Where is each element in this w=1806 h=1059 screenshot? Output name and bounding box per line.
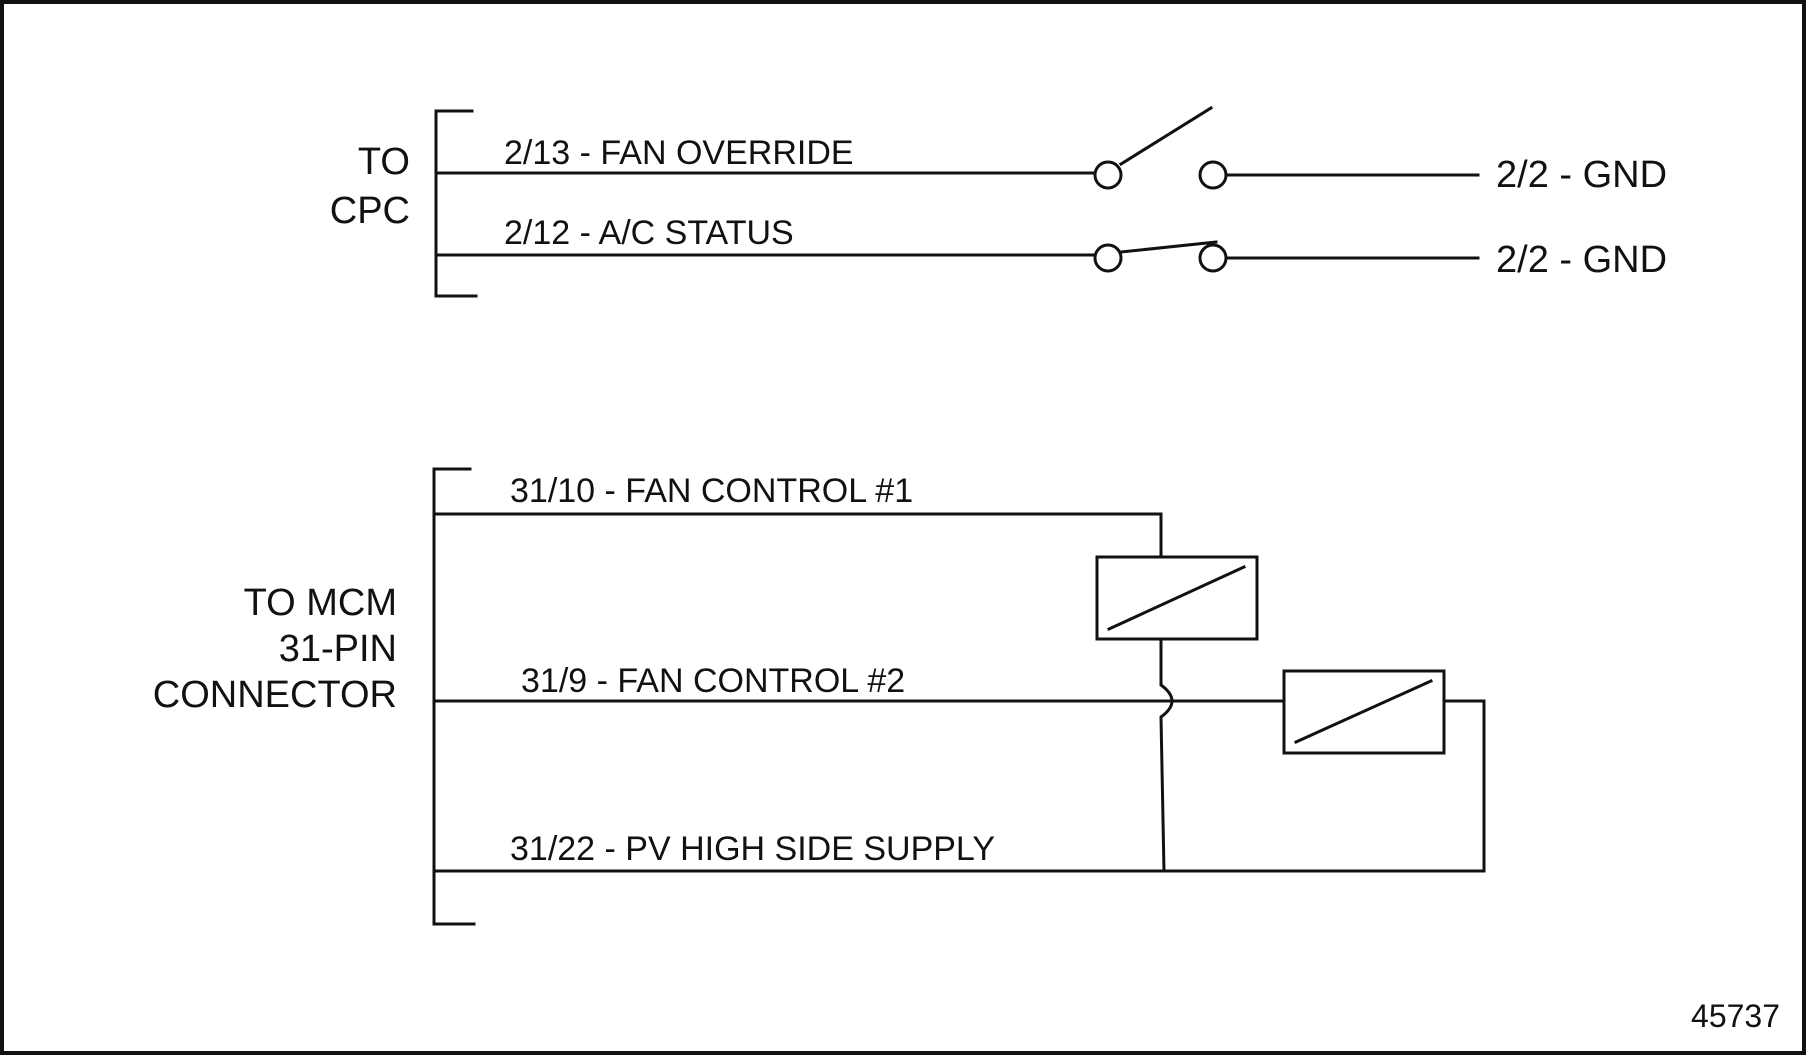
cpc-label-line1: TO — [358, 141, 410, 183]
ac-status-closed-switch — [1119, 240, 1218, 254]
fan-control-1-label: 31/10 - FAN CONTROL #1 — [510, 472, 913, 510]
ac-status-switch-terminal-left — [1093, 243, 1123, 273]
fan-override-label: 2/13 - FAN OVERRIDE — [504, 134, 854, 172]
mcm-label-line1: TO MCM — [244, 582, 397, 624]
mcm-connector-bracket — [432, 467, 476, 926]
fan-control-1-coil-symbol — [1107, 565, 1246, 631]
fan-override-switch-terminal-right — [1198, 160, 1228, 190]
mcm-label-line2: 31-PIN — [279, 628, 397, 670]
fan-control-1-return-wire — [1159, 637, 1174, 873]
ac-status-switch-terminal-right — [1198, 243, 1228, 273]
fan-control-2-return-wire — [1442, 699, 1486, 873]
cpc-label-line2: CPC — [330, 190, 410, 232]
ground-label-top: 2/2 - GND — [1496, 154, 1667, 196]
ac-status-label: 2/12 - A/C STATUS — [504, 214, 794, 252]
mcm-label-line3: CONNECTOR — [153, 674, 397, 716]
fan-control-2-label: 31/9 - FAN CONTROL #2 — [521, 662, 905, 700]
wiring-diagram: TO CPC 2/13 - FAN OVERRIDE 2/2 - GND 2/1… — [153, 105, 1780, 1034]
fan-override-switch-terminal-left — [1093, 160, 1123, 190]
cpc-connector-bracket — [434, 109, 478, 298]
fan-override-open-switch — [1118, 105, 1214, 167]
pv-high-side-supply-label: 31/22 - PV HIGH SIDE SUPPLY — [510, 830, 995, 868]
figure-number: 45737 — [1691, 998, 1780, 1034]
fan-control-1-wire — [432, 512, 1163, 559]
fan-control-2-coil-symbol — [1294, 679, 1433, 744]
ground-label-bottom: 2/2 - GND — [1496, 239, 1667, 281]
